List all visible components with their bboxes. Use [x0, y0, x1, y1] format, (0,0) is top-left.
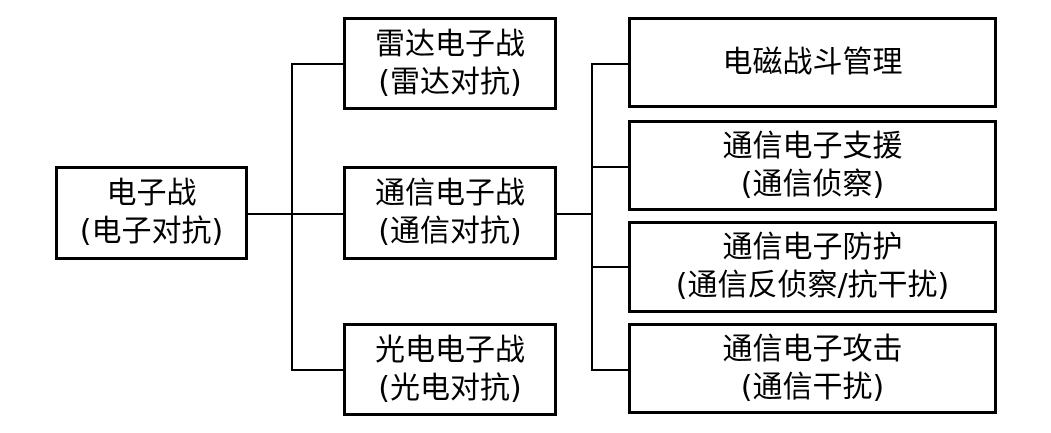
connector-to-comm-attack — [591, 369, 630, 371]
connector-root-to-bus — [246, 213, 292, 215]
node-eo-ew: 光电电子战 (光电对抗) — [343, 323, 557, 416]
node-radar-ew: 雷达电子战 (雷达对抗) — [343, 17, 557, 110]
node-comm-support: 通信电子支援 (通信侦察) — [628, 120, 997, 211]
node-electronic-warfare-title: 电子战 — [106, 176, 197, 211]
node-em-battle-mgmt-title: 电磁战斗管理 — [722, 44, 903, 80]
node-comm-attack: 通信电子攻击 (通信干扰) — [628, 323, 997, 414]
node-radar-ew-subtitle: (雷达对抗) — [378, 64, 522, 100]
connector-to-eo-ew — [291, 369, 345, 371]
connector-to-em-battle-mgmt — [591, 63, 630, 65]
node-comm-attack-title: 通信电子攻击 — [722, 331, 903, 367]
connector-level2-bus — [591, 63, 593, 370]
node-comm-support-title: 通信电子支援 — [722, 128, 903, 164]
node-comm-ew-subtitle: (通信对抗) — [378, 214, 522, 249]
node-comm-protect: 通信电子防护 (通信反侦察/抗干扰) — [628, 221, 997, 313]
node-em-battle-mgmt: 电磁战斗管理 — [628, 17, 997, 108]
node-eo-ew-subtitle: (光电对抗) — [378, 370, 522, 406]
connector-level1-bus — [291, 63, 293, 370]
connector-to-comm-protect — [591, 266, 630, 268]
connector-comm-ew-to-bus — [555, 213, 592, 215]
node-electronic-warfare-subtitle: (电子对抗) — [79, 214, 224, 249]
node-comm-attack-subtitle: (通信干扰) — [740, 369, 885, 405]
connector-to-comm-ew — [291, 213, 345, 215]
node-comm-ew-title: 通信电子战 — [375, 176, 525, 211]
node-radar-ew-title: 雷达电子战 — [375, 26, 525, 62]
node-comm-protect-title: 通信电子防护 — [722, 230, 903, 265]
node-comm-support-subtitle: (通信侦察) — [740, 166, 885, 202]
node-comm-protect-subtitle: (通信反侦察/抗干扰) — [675, 268, 950, 303]
node-eo-ew-title: 光电电子战 — [375, 332, 525, 368]
connector-to-radar-ew — [291, 63, 345, 65]
node-comm-ew: 通信电子战 (通信对抗) — [343, 166, 557, 260]
connector-to-comm-support — [591, 166, 630, 168]
node-electronic-warfare: 电子战 (电子对抗) — [55, 166, 248, 260]
